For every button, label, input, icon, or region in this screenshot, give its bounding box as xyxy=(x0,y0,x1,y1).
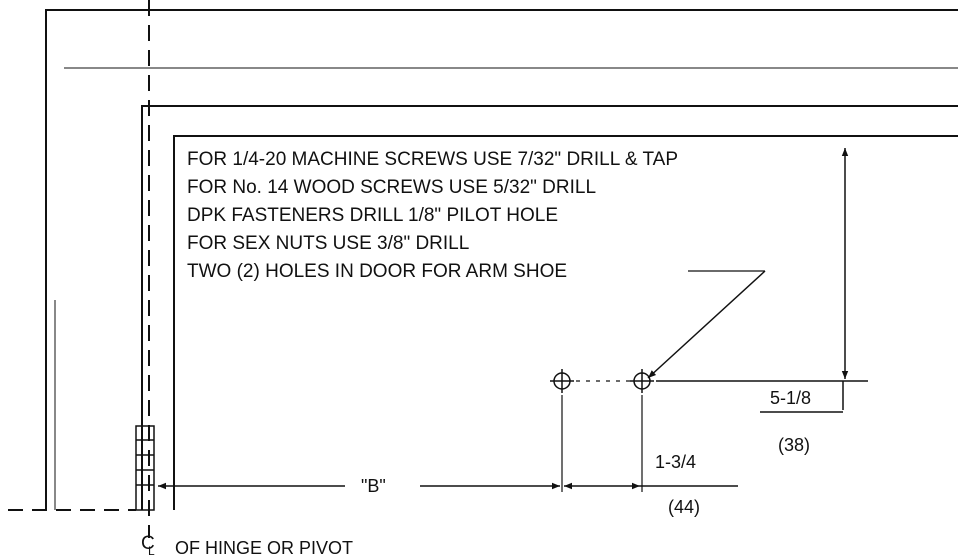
centerline-symbol: C L OF HINGE OR PIVOT xyxy=(141,533,353,558)
centerline-symbol-l: L xyxy=(148,544,155,558)
vertical-dimension-mm-label: (38) xyxy=(778,435,810,455)
vertical-dimension: 5-1/8 (38) xyxy=(656,148,868,455)
hole-spacing-mm-label: (44) xyxy=(668,497,700,517)
centerline-caption: OF HINGE OR PIVOT xyxy=(175,538,353,558)
b-dimension: "B" xyxy=(158,395,643,496)
hole-spacing-dimension: 1-3/4 (44) xyxy=(564,452,738,517)
note-line-2: FOR No. 14 WOOD SCREWS USE 5/32" DRILL xyxy=(187,177,596,198)
note-line-1: FOR 1/4-20 MACHINE SCREWS USE 7/32" DRIL… xyxy=(187,149,678,170)
b-dimension-label: "B" xyxy=(361,476,386,496)
hole-left-icon xyxy=(550,369,574,393)
vertical-dimension-label: 5-1/8 xyxy=(770,388,811,408)
notes-block: FOR 1/4-20 MACHINE SCREWS USE 7/32" DRIL… xyxy=(187,149,678,282)
note-line-5: TWO (2) HOLES IN DOOR FOR ARM SHOE xyxy=(187,261,567,282)
middle-frame xyxy=(141,105,958,510)
hole-spacing-label: 1-3/4 xyxy=(655,452,696,472)
door-outline xyxy=(173,135,958,510)
centerline-symbol-c: C xyxy=(141,533,155,554)
hole-leader xyxy=(647,270,766,379)
hinge-body xyxy=(135,425,155,511)
note-line-4: FOR SEX NUTS USE 3/8" DRILL xyxy=(187,233,469,254)
hole-right-icon xyxy=(630,369,654,393)
outer-frame xyxy=(45,9,958,510)
note-line-3: DPK FASTENERS DRILL 1/8" PILOT HOLE xyxy=(187,205,558,226)
